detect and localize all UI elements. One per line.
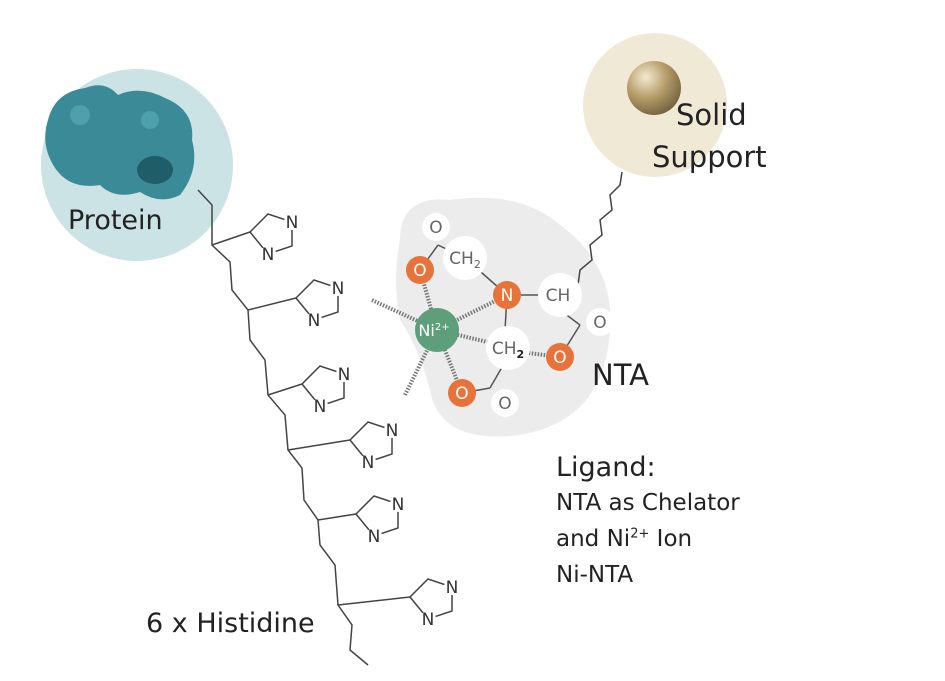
- protein-icon: [45, 85, 195, 200]
- ch2-text: CH: [449, 249, 474, 269]
- nta-oxygen-nitrogen: [406, 256, 574, 407]
- ni-label: Ni2+: [418, 321, 449, 340]
- nitrogen-label: N: [262, 245, 275, 265]
- o-label: O: [593, 313, 606, 333]
- nickel-ion: [415, 308, 459, 352]
- nitrogen-label: N: [308, 311, 321, 331]
- ligand-line-1: NTA as Chelator: [556, 490, 740, 516]
- nitrogen-bg: [260, 246, 276, 262]
- nitrogen-label: N: [286, 213, 299, 233]
- solid-support-label-2: Support: [652, 140, 767, 174]
- histidine-backbone: [197, 189, 369, 666]
- nitrogen-bg: [312, 398, 328, 414]
- ch-label: CH: [546, 286, 571, 306]
- nitrogen-label: N: [338, 365, 351, 385]
- nitrogen-label: N: [362, 453, 375, 473]
- ligand-line-3: Ni-NTA: [556, 562, 634, 588]
- solid-support-bead-icon: [627, 61, 681, 115]
- nitrogen-bg: [420, 611, 436, 627]
- atom-labels: Ni2+ N O O O O O O CH2 CH CH2: [413, 218, 606, 414]
- histidine-branches: [211, 231, 411, 606]
- nitrogen-label: N: [392, 495, 405, 515]
- nitrogen-bg: [284, 214, 300, 230]
- ch2-subscript: 2: [474, 258, 481, 271]
- ch2-label: CH2: [449, 249, 481, 271]
- ni-symbol: Ni: [418, 321, 434, 340]
- nitrogen-label: N: [368, 527, 381, 547]
- nitrogen-label: N: [332, 279, 345, 299]
- nitrogen-bg: [336, 366, 352, 382]
- o-label: O: [455, 384, 468, 404]
- o-label: O: [498, 394, 511, 414]
- nitrogen-label: N: [314, 397, 327, 417]
- ligand-title: Ligand:: [556, 452, 656, 483]
- nta-carbon-groups: [422, 213, 614, 417]
- nitrogen-bg: [444, 579, 460, 595]
- linker-chain: [577, 171, 623, 286]
- n-label: N: [501, 286, 514, 306]
- nitrogen-bg: [360, 454, 376, 470]
- o-label: O: [413, 261, 426, 281]
- histidine-label: 6 x Histidine: [146, 608, 315, 639]
- nitrogen-bg: [390, 496, 406, 512]
- ch2-subscript: 2: [517, 348, 525, 361]
- o-label: O: [553, 348, 566, 368]
- solid-support-label-1: Solid: [676, 98, 747, 132]
- ligand-line-2-sup: 2+: [630, 526, 650, 542]
- ligand-line-2-post: Ion: [649, 526, 693, 552]
- nitrogen-label: N: [386, 421, 399, 441]
- o-label: O: [429, 218, 442, 238]
- nta-label: NTA: [592, 358, 649, 392]
- nitrogen-bg: [384, 422, 400, 438]
- nitrogen-bg: [330, 280, 346, 296]
- nitrogen-bg: [366, 528, 382, 544]
- nitrogen-label: N: [422, 610, 435, 630]
- protein-label: Protein: [68, 205, 163, 236]
- ligand-line-2-text: and Ni: [556, 526, 631, 552]
- ligand-line-2: and Ni2+ Ion: [556, 526, 692, 552]
- nitrogen-label: N: [446, 578, 459, 598]
- ni-charge: 2+: [435, 322, 450, 333]
- ch2-text: CH: [492, 339, 517, 359]
- nitrogen-bg: [306, 312, 322, 328]
- ch2-label: CH2: [492, 339, 524, 361]
